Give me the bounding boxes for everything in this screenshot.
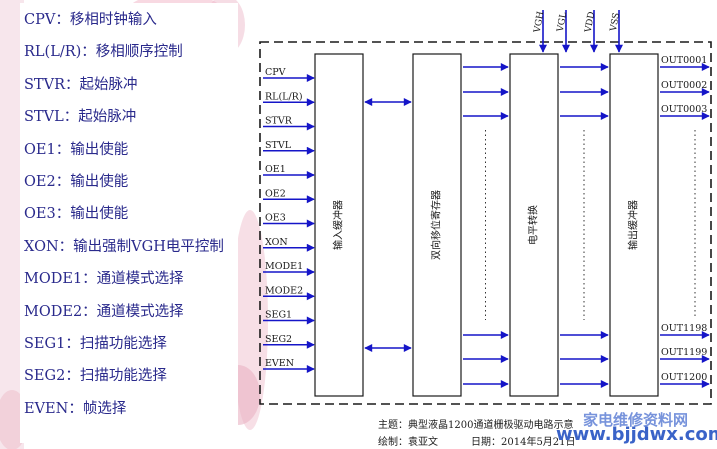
block-output-buffer: [609, 53, 659, 397]
power-label-vgh: VGH: [533, 10, 547, 34]
input-label-stvl: STVL: [265, 140, 292, 151]
caption-subject: 主题：典型液晶1200通道栅极驱动电路示意: [378, 420, 574, 431]
caption-date: 日期：2014年5月21日: [471, 437, 576, 448]
output-label-out1198: OUT1198: [661, 323, 707, 334]
output-label-out1199: OUT1199: [661, 347, 707, 358]
output-label-out0002: OUT0002: [661, 80, 707, 91]
legend-item-rl-l-r: RL(L/R)：移相顺序控制: [24, 44, 183, 61]
block-shift-register-label: 双向移位寄存器: [430, 190, 443, 260]
block-input-buffer-label: 输入缓冲器: [332, 200, 345, 250]
legend-item-even: EVEN：帧选择: [24, 400, 127, 417]
input-label-mode1: MODE1: [265, 261, 303, 272]
dashed-frame: [259, 41, 712, 405]
block-level-shifter-label: 电平转换: [527, 205, 540, 245]
output-label-out0003: OUT0003: [661, 104, 707, 115]
input-label-oe2: OE2: [265, 188, 286, 199]
output-label-out1200: OUT1200: [661, 372, 707, 383]
block-output-buffer-label: 输出缓冲器: [627, 200, 640, 250]
input-label-oe3: OE3: [265, 213, 286, 224]
legend-item-oe1: OE1：输出使能: [24, 141, 129, 158]
input-label-cpv: CPV: [265, 67, 286, 78]
watermark-cn: 家电维修资料网: [583, 411, 689, 429]
output-label-out0001: OUT0001: [661, 55, 707, 66]
input-label-even: EVEN: [265, 358, 294, 369]
input-label-rl-l-r: RL(L/R): [265, 91, 303, 102]
input-label-seg2: SEG2: [265, 334, 292, 345]
input-label-mode2: MODE2: [265, 285, 303, 296]
watermark-url: www.bjjdwx.com: [556, 424, 717, 445]
legend-item-stvr: STVR：起始脉冲: [24, 76, 138, 93]
legend-item-oe3: OE3：输出使能: [24, 206, 129, 223]
legend-item-stvl: STVL：起始脉冲: [24, 109, 137, 126]
power-label-vgl: VGL: [556, 12, 569, 34]
input-label-stvr: STVR: [265, 116, 293, 127]
power-label-vss: VSS: [609, 12, 622, 33]
legend-item-mode2: MODE2：通道模式选择: [24, 303, 184, 320]
input-label-xon: XON: [265, 237, 288, 248]
legend-item-xon: XON：输出强制VGH电平控制: [24, 238, 224, 255]
legend-item-seg1: SEG1：扫描功能选择: [24, 336, 167, 352]
block-input-buffer: [314, 53, 364, 397]
block-shift-register: [412, 53, 462, 397]
legend-item-mode1: MODE1：通道模式选择: [24, 271, 184, 288]
input-label-seg1: SEG1: [265, 310, 292, 321]
legend-item-seg2: SEG2：扫描功能选择: [24, 368, 167, 385]
legend-item-cpv: CPV：移相时钟输入: [24, 12, 157, 28]
input-label-oe1: OE1: [265, 164, 286, 175]
block-level-shifter: [509, 53, 559, 397]
legend-item-oe2: OE2：输出使能: [24, 174, 129, 190]
power-label-vdd: VDD: [584, 11, 598, 34]
caption-author: 绘制：袁亚文: [378, 437, 438, 448]
